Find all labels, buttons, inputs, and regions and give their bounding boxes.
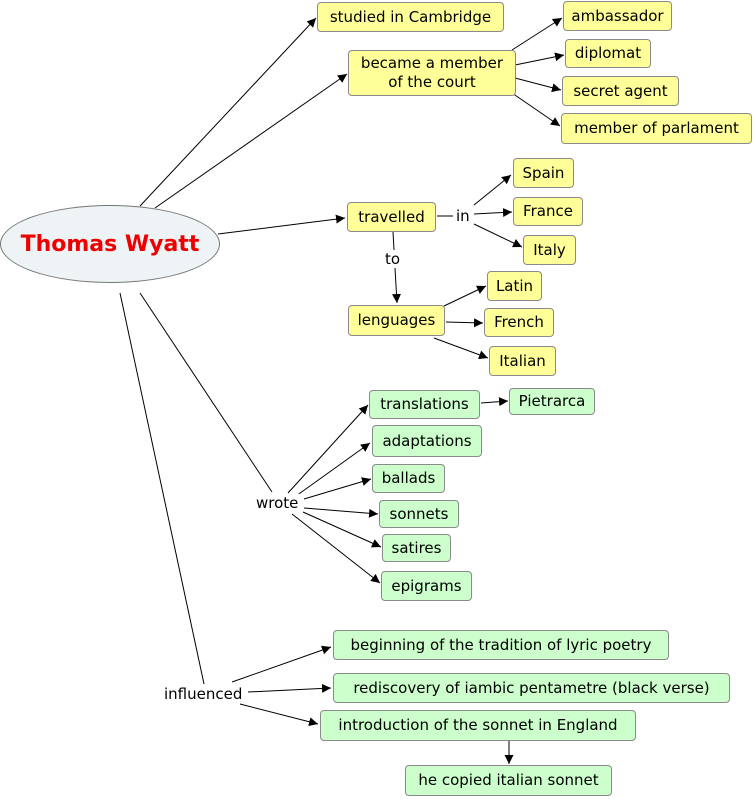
concept-spain[interactable]: Spain — [513, 158, 574, 188]
edge-court-secret — [514, 77, 562, 93]
concept-italy[interactable]: Italy — [523, 235, 576, 265]
concept-copied-italian-sonnet[interactable]: he copied italian sonnet — [405, 765, 612, 796]
edge-lang-italian — [433, 337, 489, 360]
concept-lenguages[interactable]: lenguages — [348, 305, 445, 336]
edge-wrote-epigrams — [291, 513, 381, 584]
edge-main-influenced — [119, 292, 205, 685]
edge-wrote-adaptations — [295, 442, 371, 497]
main-concept-thomas-wyatt[interactable]: Thomas Wyatt — [0, 205, 220, 283]
edge-in-france — [473, 207, 513, 217]
edge-wrote-translations — [287, 404, 369, 494]
edge-wrote-ballads — [303, 477, 372, 500]
link-influenced: influenced — [162, 685, 245, 703]
edge-in-italy — [473, 223, 523, 248]
edge-main-wrote — [139, 292, 273, 493]
concept-ballads[interactable]: ballads — [372, 464, 445, 493]
link-wrote: wrote — [254, 494, 301, 512]
concept-member-of-court[interactable]: became a member of the court — [348, 50, 516, 96]
edge-lang-french — [445, 318, 484, 328]
concept-french[interactable]: French — [484, 308, 554, 337]
concept-france[interactable]: France — [513, 197, 583, 226]
edge-main-studied — [139, 17, 317, 207]
edge-wrote-satires — [302, 511, 382, 548]
edge-influenced-lyric — [231, 645, 332, 683]
edge-influenced-iambic — [247, 683, 332, 693]
edge-court-diplomat — [514, 52, 565, 66]
edge-lang-latin — [443, 285, 487, 307]
edge-court-parlament — [511, 92, 561, 127]
concept-epigrams[interactable]: epigrams — [381, 571, 472, 601]
link-to: to — [383, 250, 403, 268]
edge-translations-pietrarca — [480, 397, 509, 407]
concept-studied-cambridge[interactable]: studied in Cambridge — [317, 2, 504, 32]
concept-diplomat[interactable]: diplomat — [565, 39, 651, 68]
edge-in-spain — [473, 174, 512, 206]
edge-main-travelled — [217, 214, 346, 235]
concept-travelled[interactable]: travelled — [347, 202, 436, 232]
concept-translations[interactable]: translations — [369, 390, 480, 419]
link-in: in — [454, 207, 472, 225]
edge-to-languages — [391, 267, 401, 304]
concept-pietrarca[interactable]: Pietrarca — [509, 388, 595, 415]
concept-satires[interactable]: satires — [382, 534, 451, 562]
concept-adaptations[interactable]: adaptations — [372, 425, 482, 457]
edge-main-court — [154, 73, 348, 209]
edge-influenced-sonnet — [239, 703, 319, 727]
concept-member-of-parlament[interactable]: member of parlament — [561, 113, 752, 144]
concept-ambassador[interactable]: ambassador — [563, 1, 672, 31]
edge-court-ambassador — [511, 17, 563, 51]
concept-lyric-poetry[interactable]: beginning of the tradition of lyric poet… — [333, 630, 669, 660]
concept-sonnet-in-england[interactable]: introduction of the sonnet in England — [320, 710, 636, 741]
concept-iambic-pentametre[interactable]: rediscovery of iambic pentametre (black … — [333, 673, 730, 703]
concept-secret-agent[interactable]: secret agent — [562, 76, 679, 106]
concept-italian[interactable]: Italian — [489, 346, 556, 376]
concept-sonnets[interactable]: sonnets — [379, 500, 459, 528]
edge-travelled-to — [392, 231, 395, 251]
edge-wrote-sonnets — [303, 507, 379, 518]
concept-latin[interactable]: Latin — [487, 271, 542, 301]
